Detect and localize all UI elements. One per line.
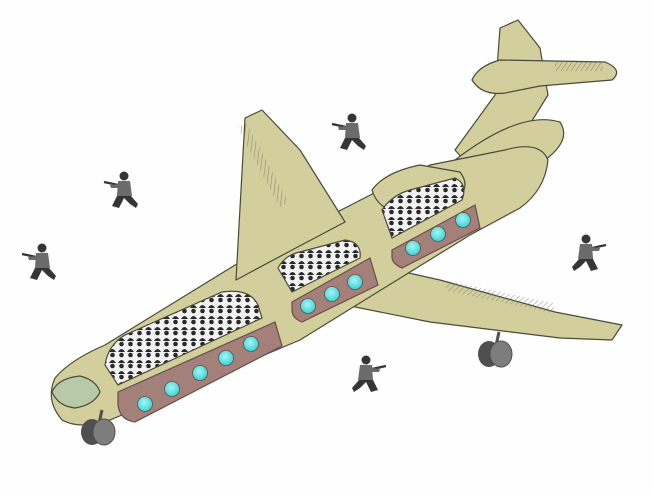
cabin-section-1 (104, 290, 283, 423)
soldier-torso (345, 123, 360, 138)
passenger-crowd (381, 177, 465, 239)
soldier-legs (572, 259, 598, 271)
soldier-arm (370, 368, 380, 372)
cabin-light (300, 298, 316, 314)
left-wing-hatch (237, 122, 289, 208)
right-wing-hatch (445, 280, 555, 314)
gear-wheel (489, 340, 513, 368)
main-gear (478, 331, 513, 368)
soldier-figure (572, 234, 607, 271)
soldier-torso (358, 365, 373, 380)
soldier-torso (578, 244, 593, 259)
soldier-torso (117, 181, 132, 196)
soldier-figure (331, 113, 366, 150)
tail-hatch (555, 62, 603, 71)
cabin-light (405, 240, 421, 256)
nose-gear (81, 409, 116, 446)
soldier-legs (352, 380, 378, 392)
soldiers (21, 113, 607, 392)
soldier-helmet (361, 355, 371, 365)
soldier-helmet (119, 171, 129, 181)
soldier-legs (30, 268, 56, 280)
left-wing (235, 109, 346, 281)
cabin-section-3 (381, 177, 481, 269)
cabin-light (218, 350, 234, 366)
soldier-helmet (581, 234, 591, 244)
gear-wheel (92, 418, 116, 446)
cabin-light (430, 226, 446, 242)
soldier-figure (21, 243, 56, 280)
soldier-arm (110, 184, 120, 188)
cockpit-window (51, 375, 101, 409)
cabin-light (455, 212, 471, 228)
cabin-light (243, 336, 259, 352)
soldier-helmet (37, 243, 47, 253)
soldier-figure (103, 171, 138, 208)
soldier-arm (338, 126, 348, 130)
cabin-light (137, 396, 153, 412)
soldier-figure (352, 355, 387, 392)
soldier-arm (590, 247, 600, 251)
cabin-light (324, 286, 340, 302)
passenger-crowd (104, 290, 263, 386)
cabin-light (164, 381, 180, 397)
soldier-helmet (347, 113, 357, 123)
landing-gear (81, 331, 513, 446)
cabin-section-2 (277, 239, 379, 323)
passenger-crowd (277, 239, 361, 293)
cabin-light (347, 274, 363, 290)
soldier-legs (340, 138, 366, 150)
cabin-cutaways (104, 177, 481, 423)
soldier-legs (112, 196, 138, 208)
soldier-arm (28, 256, 38, 260)
cabin-light (192, 365, 208, 381)
soldier-torso (35, 253, 50, 268)
